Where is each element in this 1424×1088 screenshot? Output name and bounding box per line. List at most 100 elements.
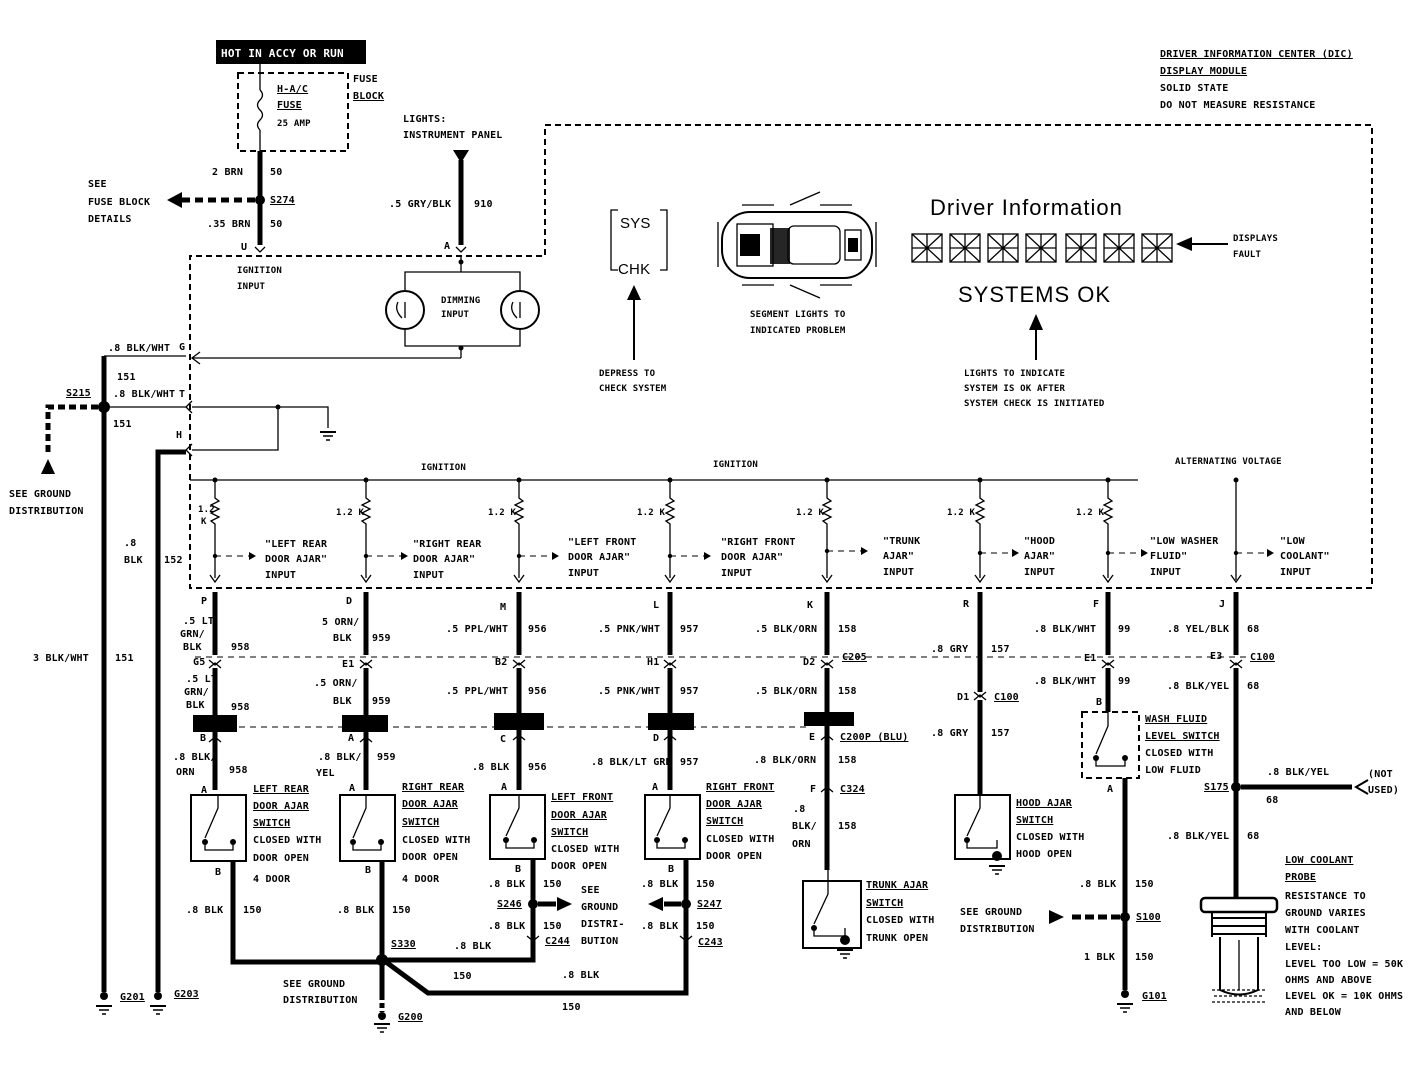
washer-gn: 150 — [1135, 879, 1154, 890]
fuse-block-label-2: BLOCK — [353, 91, 384, 102]
lf-sw3: SWITCH — [551, 827, 588, 838]
lights-ok-1: LIGHTS TO INDICATE — [964, 369, 1065, 379]
bottom-n3: 150 — [562, 1002, 581, 1013]
switch-right-front — [644, 794, 701, 860]
switch-hood — [954, 794, 1011, 875]
input-washer-1: "LOW WASHER — [1150, 536, 1219, 547]
rf-pb: B — [668, 864, 674, 875]
rf-w2: .5 PNK/WHT — [598, 686, 660, 697]
probe-4: GROUND VARIES — [1285, 908, 1366, 919]
arrow-left-icon — [1176, 237, 1192, 251]
lr-sw4: CLOSED WITH — [253, 835, 321, 846]
lf-sw1: LEFT FRONT — [551, 792, 613, 803]
segment-display-icon — [911, 233, 1173, 263]
sys-label: SYS — [620, 215, 651, 232]
dic-title-3: SOLID STATE — [1160, 83, 1228, 94]
wire-num-910: 910 — [474, 199, 493, 210]
connector-block-trunk — [804, 712, 854, 726]
rr-n1: 959 — [372, 633, 391, 644]
input-rr-2: DOOR AJAR" — [413, 554, 475, 565]
rf-conn2: C243 — [698, 937, 723, 948]
probe-9: LEVEL OK = 10K OHMS — [1285, 991, 1403, 1002]
systems-ok: SYSTEMS OK — [958, 282, 1111, 307]
connector-block-lf — [494, 713, 544, 730]
see-fuse-1: SEE — [88, 179, 107, 190]
rf-sw2: DOOR AJAR — [706, 799, 763, 810]
pin-g: G — [179, 342, 185, 353]
rr-n3: 959 — [377, 752, 396, 763]
input-lr-1: "LEFT REAR — [265, 539, 328, 550]
ground-arrow-icon — [557, 897, 572, 911]
resistor-column-rf — [664, 477, 676, 584]
input-lf-1: "LEFT FRONT — [568, 537, 636, 548]
lf-w2: .5 PPL/WHT — [446, 686, 508, 697]
pin-t: T — [179, 389, 185, 400]
splice-s247 — [681, 899, 691, 909]
dic-title-1: DRIVER INFORMATION CENTER (DIC) — [1160, 49, 1353, 60]
washer-gw2: 1 BLK — [1084, 952, 1115, 963]
coolant-ws: .8 BLK/YEL — [1267, 767, 1329, 778]
input-rr-1: "RIGHT REAR — [413, 539, 482, 550]
coolant-n1: 68 — [1247, 624, 1259, 635]
rf-sw5: DOOR OPEN — [706, 851, 762, 862]
ignition-input-2: INPUT — [237, 282, 265, 292]
bottom-w1: .8 BLK — [454, 941, 491, 952]
washer-pinb: B — [1096, 697, 1102, 708]
lr-pa: A — [201, 785, 207, 796]
lf-sw4: CLOSED WITH — [551, 844, 619, 855]
connector-block-rr — [342, 715, 388, 732]
see-fuse-3: DETAILS — [88, 214, 132, 225]
splice-s246-label: S246 — [497, 899, 522, 910]
lr-w1c: BLK — [183, 642, 202, 653]
hood-sw1: HOOD AJAR — [1016, 798, 1073, 809]
coolant-conn: E3 — [1210, 651, 1222, 662]
resistor-label-hood: 1.2 K — [947, 508, 975, 518]
not-used-1: (NOT — [1368, 769, 1393, 780]
lamp-icon-left — [385, 290, 425, 330]
rr-pina: A — [348, 733, 354, 744]
lr-w1b: GRN/ — [180, 629, 205, 640]
g201-label: G201 — [120, 992, 145, 1003]
trunk-c200: C200P (BLU) — [840, 732, 908, 743]
coolant-n2: 68 — [1247, 681, 1259, 692]
rr-conn: E1 — [342, 659, 354, 670]
probe-3: RESISTANCE TO — [1285, 891, 1366, 902]
dic-module-boundary — [189, 124, 1373, 589]
input-trunk-3: INPUT — [883, 567, 914, 578]
lf-conn: B2 — [495, 657, 507, 668]
resistor-label-rr: 1.2 K — [336, 508, 364, 518]
hood-w2: .8 GRY — [931, 728, 968, 739]
lf-gn: 150 — [543, 879, 562, 890]
fuse-name-2: FUSE — [277, 100, 302, 111]
trunk-sw4: TRUNK OPEN — [866, 933, 928, 944]
rr-pb: B — [365, 865, 371, 876]
wire-blk: BLK — [124, 555, 143, 566]
lights-ok-2: SYSTEM IS OK AFTER — [964, 384, 1066, 394]
washer-pin: F — [1093, 599, 1099, 610]
rr-sw4: CLOSED WITH — [402, 835, 470, 846]
hood-pin: R — [963, 599, 970, 610]
input-rf-2: DOOR AJAR" — [721, 552, 783, 563]
hood-n2: 157 — [991, 728, 1010, 739]
lights-ok-3: SYSTEM CHECK IS INITIATED — [964, 399, 1105, 409]
rf-n3: 957 — [680, 757, 699, 768]
probe-2: PROBE — [1285, 872, 1316, 883]
probe-5: WITH COOLANT — [1285, 925, 1360, 936]
hood-conn: D1 — [957, 692, 969, 703]
bottom-n1: 150 — [453, 971, 472, 982]
rr-pin: D — [346, 596, 352, 607]
probe-7: LEVEL TOO LOW = 50K — [1285, 959, 1403, 970]
dic-title-2: DISPLAY MODULE — [1160, 66, 1247, 77]
lr-n1: 958 — [231, 642, 250, 653]
see-ground-left-1: SEE GROUND — [9, 489, 71, 500]
lf-see-3: DISTRI- — [581, 919, 625, 930]
input-coolant-2: COOLANT" — [1280, 551, 1330, 562]
num-152: 152 — [164, 555, 183, 566]
not-used-2: USED) — [1368, 785, 1399, 796]
fuse-block — [237, 72, 349, 152]
sys-chk-button[interactable] — [610, 209, 668, 271]
lights-label-1: LIGHTS: — [403, 114, 447, 125]
probe-6: LEVEL: — [1285, 942, 1322, 953]
hood-sw3: CLOSED WITH — [1016, 832, 1084, 843]
